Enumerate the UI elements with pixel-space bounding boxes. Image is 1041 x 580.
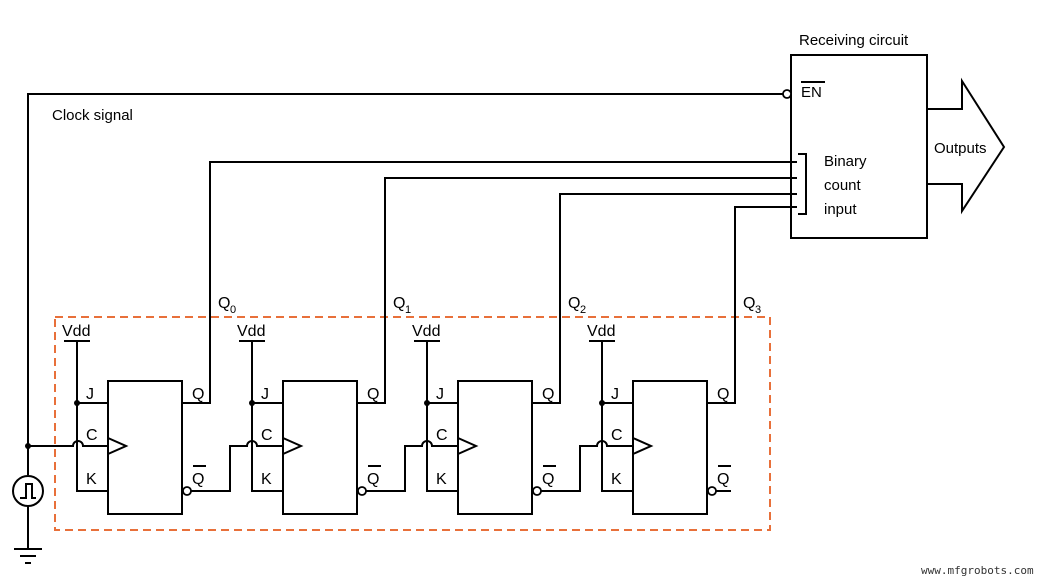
pin-qbar-label-3: Q (717, 471, 729, 488)
enable-pin-label: EN (801, 84, 822, 101)
jk-flip-flop-2 (457, 380, 533, 515)
receiving-circuit-box (790, 54, 928, 239)
pin-q-label-1: Q (367, 386, 379, 403)
qbar-to-next-clock-1 (366, 440, 458, 492)
vdd-rail-0 (76, 341, 108, 492)
clock-input-triangle-3 (632, 437, 654, 455)
binary-input-line1: Binary (824, 153, 867, 170)
jk-flip-flop-3 (632, 380, 708, 515)
jk-flip-flop-0 (107, 380, 183, 515)
clock-source-waveform (20, 483, 36, 499)
vdd-label-0: Vdd (62, 323, 90, 340)
vdd-label-1: Vdd (237, 323, 265, 340)
pin-c-label-0: C (86, 427, 98, 444)
vdd-rail-3 (601, 341, 633, 492)
q-output-wire-0 (182, 161, 797, 404)
vdd-label-3: Vdd (587, 323, 615, 340)
clock-input-triangle-0 (107, 437, 129, 455)
pin-k-label-2: K (436, 471, 447, 488)
j-junction-1 (249, 400, 255, 406)
clock-junction (25, 443, 31, 449)
q-bus-subscript-3: 3 (755, 304, 761, 316)
receiving-circuit-label: Receiving circuit (799, 32, 909, 49)
pin-j-label-3: J (611, 386, 619, 403)
q-bus-label-1: Q (393, 295, 405, 312)
pin-j-label-0: J (86, 386, 94, 403)
pin-c-label-2: C (436, 427, 448, 444)
pin-j-label-1: J (261, 386, 269, 403)
binary-input-line2: count (824, 177, 862, 194)
clock-source-symbol (12, 475, 44, 507)
pin-k-label-1: K (261, 471, 272, 488)
watermark: www.mfgrobots.com (921, 564, 1034, 577)
pin-k-label-0: K (86, 471, 97, 488)
jk-flip-flop-1 (282, 380, 358, 515)
clock-line (27, 93, 783, 475)
clock-input-triangle-2 (457, 437, 479, 455)
q-bus-subscript-1: 1 (405, 304, 411, 316)
pin-q-label-3: Q (717, 386, 729, 403)
pin-j-label-2: J (436, 386, 444, 403)
qbar-inversion-bubble-2 (532, 486, 542, 496)
j-junction-3 (599, 400, 605, 406)
qbar-to-next-clock-0 (191, 440, 283, 492)
pin-k-label-3: K (611, 471, 622, 488)
q-bus-subscript-2: 2 (580, 304, 586, 316)
vdd-rail-2 (426, 341, 458, 492)
pin-c-label-3: C (611, 427, 623, 444)
clock-input-triangle-1 (282, 437, 304, 455)
qbar-to-next-clock-2 (541, 440, 633, 492)
counter-enclosure (54, 316, 771, 531)
pin-q-label-0: Q (192, 386, 204, 403)
binary-input-line3: input (824, 201, 857, 218)
pin-qbar-label-0: Q (192, 471, 204, 488)
pin-q-label-2: Q (542, 386, 554, 403)
pin-qbar-label-1: Q (367, 471, 379, 488)
qbar-inversion-bubble-3 (707, 486, 717, 496)
q-bus-label-3: Q (743, 295, 755, 312)
q-output-wire-1 (357, 177, 797, 404)
j-junction-0 (74, 400, 80, 406)
q-output-wire-2 (532, 193, 797, 404)
binary-input-bracket (798, 153, 807, 215)
vdd-label-2: Vdd (412, 323, 440, 340)
outputs-label: Outputs (934, 140, 987, 157)
outputs-arrow (928, 77, 1006, 215)
q-output-wire-3 (707, 206, 797, 404)
j-junction-2 (424, 400, 430, 406)
vdd-rail-1 (251, 341, 283, 492)
qbar-inversion-bubble-1 (357, 486, 367, 496)
pin-qbar-label-2: Q (542, 471, 554, 488)
clock-signal-label: Clock signal (52, 107, 133, 124)
pin-c-label-1: C (261, 427, 273, 444)
q-bus-label-2: Q (568, 295, 580, 312)
enable-inversion-bubble (782, 89, 792, 99)
q-bus-subscript-0: 0 (230, 304, 236, 316)
qbar-inversion-bubble-0 (182, 486, 192, 496)
q-bus-label-0: Q (218, 295, 230, 312)
